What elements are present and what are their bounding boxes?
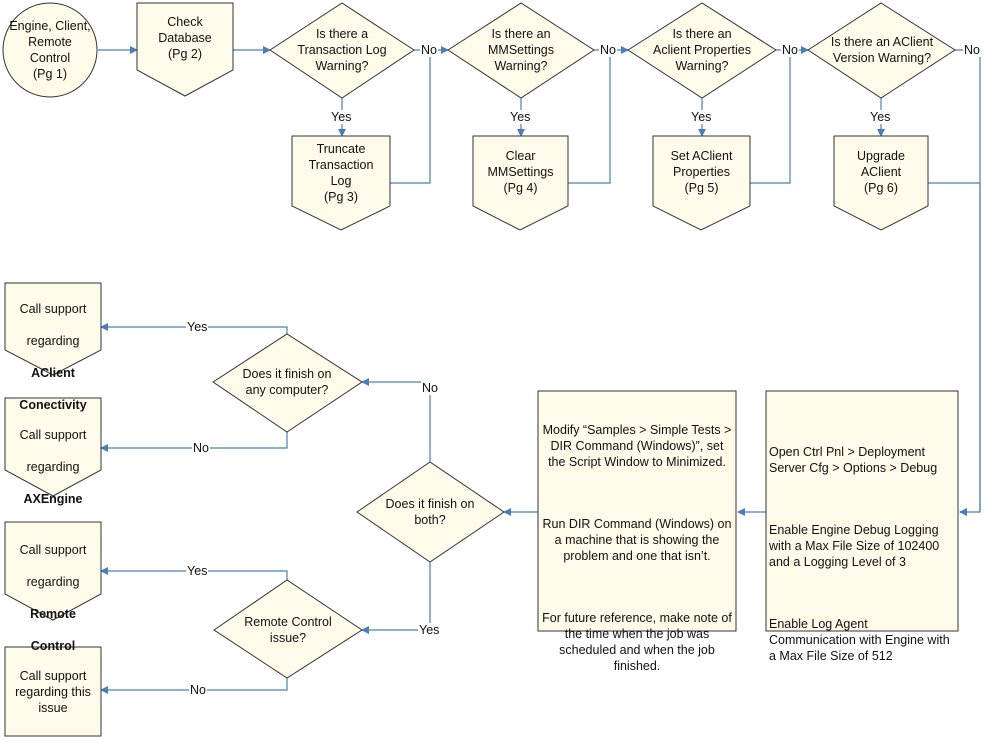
dir-command-box bbox=[537, 390, 737, 632]
debug-step-1: Open Ctrl Pnl > Deployment Server Cfg > … bbox=[769, 445, 938, 475]
call-aclient-shape bbox=[4, 282, 102, 376]
q-finish-any-label: Does it finish on any computer? bbox=[242, 367, 332, 397]
dir-step-3: For future reference, make note of the t… bbox=[542, 611, 732, 673]
shapes bbox=[2, 2, 959, 737]
call-axengine-line1: Call support bbox=[19, 428, 87, 442]
connector-qboth-yes bbox=[361, 562, 431, 634]
debug-settings-text: Open Ctrl Pnl > Deployment Server Cfg > … bbox=[769, 428, 955, 663]
upgrade-aclient-label: Upgrade AClient (Pg 6) bbox=[857, 149, 905, 195]
upgrade-aclient-shape bbox=[833, 135, 929, 231]
connector-qany-no bbox=[100, 432, 288, 452]
connector-upgrade-to-debug bbox=[928, 182, 981, 516]
clear-mmsettings-shape bbox=[472, 135, 569, 231]
edge-label-any-yes: Yes bbox=[186, 320, 209, 334]
connector-qany-yes bbox=[100, 323, 288, 334]
edge-label-q2-no: No bbox=[599, 43, 617, 57]
q-remote-control-diamond bbox=[213, 579, 363, 679]
edge-label-remote-yes: Yes bbox=[186, 564, 209, 578]
q-translog-label: Is there a Transaction Log Warning? bbox=[297, 27, 387, 73]
edge-label-q4-yes: Yes bbox=[869, 110, 892, 124]
q-aclient-props-diamond bbox=[627, 2, 777, 99]
q-mmsettings-diamond bbox=[447, 2, 595, 99]
call-issue-box bbox=[4, 646, 102, 737]
call-remote-label: Call support regarding Remote Control bbox=[5, 526, 101, 653]
edge-label-q2-yes: Yes bbox=[509, 110, 532, 124]
edge-label-both-yes: Yes bbox=[418, 623, 441, 637]
edge-label-any-no: No bbox=[192, 441, 210, 455]
connector-qremote-no bbox=[100, 678, 288, 694]
check-database-shape bbox=[136, 2, 234, 97]
debug-step-2: Enable Engine Debug Logging with a Max F… bbox=[769, 523, 940, 569]
q-aclient-props-label: Is there an Aclient Properties Warning? bbox=[653, 27, 751, 73]
call-axengine-line2: regarding bbox=[26, 460, 80, 474]
start-circle bbox=[2, 2, 98, 98]
edge-label-both-no: No bbox=[421, 381, 439, 395]
connector-q4-no bbox=[955, 49, 981, 512]
call-aclient-line2: regarding bbox=[26, 334, 80, 348]
connector-truncate-to-q2 bbox=[390, 46, 449, 184]
truncate-label: Truncate Transaction Log (Pg 3) bbox=[308, 142, 374, 204]
connector-set-to-q4 bbox=[750, 46, 809, 184]
dir-step-2: Run DIR Command (Windows) on a machine t… bbox=[542, 517, 732, 563]
q-mmsettings-label: Is there an MMSettings Warning? bbox=[488, 27, 554, 73]
q-translog-diamond bbox=[269, 2, 415, 99]
edge-label-q4-no: No bbox=[963, 43, 981, 57]
dir-command-text: Modify “Samples > Simple Tests > DIR Com… bbox=[541, 406, 733, 673]
call-remote-shape bbox=[4, 521, 102, 621]
call-aclient-bold1: AClient bbox=[31, 366, 75, 380]
check-database-label: Check Database (Pg 2) bbox=[158, 15, 212, 61]
set-aclient-props-shape bbox=[652, 135, 751, 231]
edge-label-q1-no: No bbox=[420, 43, 438, 57]
call-remote-bold2: Control bbox=[30, 639, 76, 653]
q-aclient-version-label: Is there an AClient Version Warning? bbox=[830, 35, 934, 65]
call-aclient-label: Call support regarding AClient Conectivi… bbox=[5, 285, 101, 412]
call-remote-bold1: Remote bbox=[30, 607, 76, 621]
connector-qremote-yes bbox=[100, 567, 288, 580]
call-aclient-line1: Call support bbox=[19, 302, 87, 316]
call-aclient-bold2: Conectivity bbox=[19, 398, 87, 412]
q-remote-control-label: Remote Control issue? bbox=[244, 615, 332, 645]
q-finish-any-diamond bbox=[212, 333, 363, 433]
edge-label-q3-no: No bbox=[781, 43, 799, 57]
q-finish-both-diamond bbox=[356, 461, 505, 563]
q-aclient-version-diamond bbox=[807, 2, 956, 99]
debug-settings-box bbox=[765, 390, 959, 632]
edge-label-q3-yes: Yes bbox=[690, 110, 713, 124]
debug-step-3: Enable Log Agent Communication with Engi… bbox=[769, 617, 950, 663]
call-axengine-bold1: AXEngine bbox=[23, 492, 83, 506]
q-finish-both-label: Does it finish on both? bbox=[385, 497, 475, 527]
dir-step-1: Modify “Samples > Simple Tests > DIR Com… bbox=[542, 423, 732, 469]
start-label: Engine, Client, Remote Control (Pg 1) bbox=[9, 19, 91, 81]
connector-clear-to-q3 bbox=[568, 46, 629, 184]
edge-label-remote-no: No bbox=[189, 683, 207, 697]
call-axengine-label: Call support regarding AXEngine bbox=[5, 411, 101, 506]
call-remote-line1: Call support bbox=[19, 543, 87, 557]
call-issue-label: Call support regarding this issue bbox=[15, 669, 91, 715]
truncate-shape bbox=[291, 135, 391, 231]
edge-label-q1-yes: Yes bbox=[330, 110, 353, 124]
call-axengine-shape bbox=[4, 397, 102, 497]
call-remote-line2: regarding bbox=[26, 575, 80, 589]
set-aclient-props-label: Set AClient Properties (Pg 5) bbox=[670, 149, 733, 195]
connector-qboth-no bbox=[361, 378, 431, 462]
clear-mmsettings-label: Clear MMSettings (Pg 4) bbox=[487, 149, 554, 195]
